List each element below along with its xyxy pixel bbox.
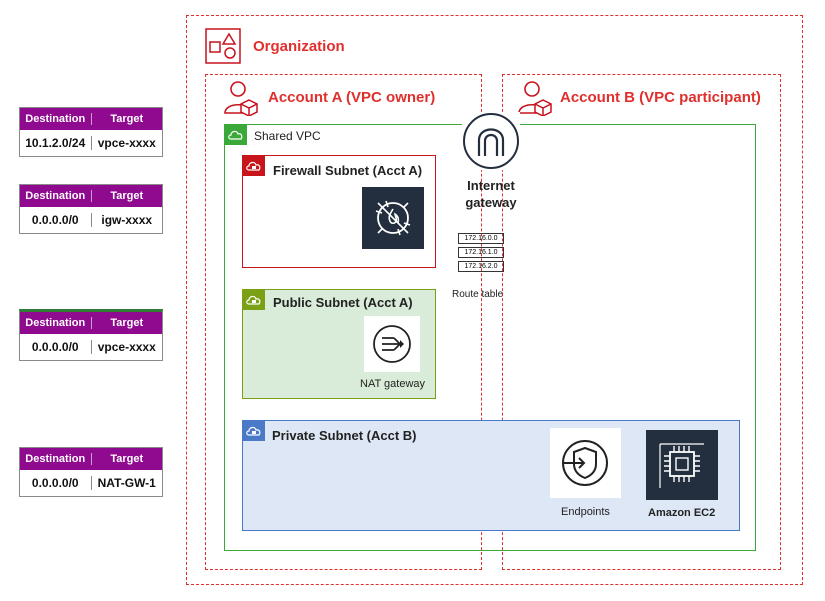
- vpc-icon: [225, 125, 247, 145]
- account-b-boundary: [502, 74, 781, 570]
- public-subnet-label: Public Subnet (Acct A): [273, 295, 413, 310]
- internet-gateway-label-line1: Internet: [467, 178, 515, 193]
- private-subnet-label: Private Subnet (Acct B): [272, 428, 417, 443]
- rt-destination: 0.0.0.0/0: [20, 340, 92, 354]
- rt-header-destination: Destination: [20, 317, 92, 329]
- rt-header-target: Target: [110, 317, 144, 329]
- firewall-subnet-label: Firewall Subnet (Acct A): [273, 163, 423, 178]
- user-account-icon: [518, 81, 552, 116]
- rt-header-destination: Destination: [20, 113, 92, 125]
- account-a-boundary: [205, 74, 482, 570]
- rt-target: NAT-GW-1: [97, 476, 156, 490]
- route-table-firewall: Destination Target 10.1.2.0/24 vpce-xxxx: [19, 107, 163, 157]
- route-table-entry: 172.16.2.0: [458, 261, 504, 272]
- route-table-label: Route table: [452, 289, 504, 300]
- endpoints-icon: [550, 428, 621, 498]
- subnet-icon: [243, 421, 265, 441]
- subnet-icon: [243, 290, 265, 310]
- route-table-entry: 172.16.0.0: [458, 233, 504, 244]
- nat-gateway-label: NAT gateway: [360, 378, 426, 390]
- internet-gateway-icon: [462, 112, 520, 170]
- rt-header-target: Target: [110, 190, 144, 202]
- rt-destination: 0.0.0.0/0: [20, 476, 92, 490]
- ec2-icon: [646, 430, 718, 500]
- route-table-entry: 172.16.1.0: [458, 247, 504, 258]
- rt-header-target: Target: [110, 113, 144, 125]
- nat-gateway-icon: [364, 316, 420, 372]
- user-account-icon: [224, 81, 258, 116]
- account-a-label: Account A (VPC owner): [268, 89, 436, 106]
- rt-header-target: Target: [110, 453, 144, 465]
- rt-target: igw-xxxx: [101, 213, 153, 227]
- account-b-label: Account B (VPC participant): [560, 89, 761, 106]
- endpoints-label: Endpoints: [561, 506, 610, 518]
- route-table-igw: Destination Target 0.0.0.0/0 vpce-xxxx: [19, 309, 163, 361]
- route-table-private: Destination Target 0.0.0.0/0 NAT-GW-1: [19, 447, 163, 497]
- subnet-icon: [243, 156, 265, 176]
- firewall-subnet: [242, 155, 436, 268]
- shared-vpc-label: Shared VPC: [254, 129, 321, 143]
- rt-target: vpce-xxxx: [97, 340, 156, 354]
- rt-destination: 0.0.0.0/0: [20, 213, 92, 227]
- internet-gateway-label-line2: gateway: [465, 195, 517, 210]
- network-firewall-icon: [362, 187, 424, 249]
- organization-icon: [205, 28, 241, 64]
- rt-target: vpce-xxxx: [97, 136, 156, 150]
- rt-header-destination: Destination: [20, 190, 92, 202]
- ec2-label: Amazon EC2: [648, 507, 716, 519]
- rt-destination: 10.1.2.0/24: [20, 136, 92, 150]
- organization-boundary: [186, 15, 803, 585]
- route-table-public: Destination Target 0.0.0.0/0 igw-xxxx: [19, 184, 163, 234]
- rt-header-destination: Destination: [20, 453, 92, 465]
- route-table-icon: 172.16.0.0 172.16.1.0 172.16.2.0: [458, 233, 504, 272]
- organization-label: Organization: [253, 38, 345, 55]
